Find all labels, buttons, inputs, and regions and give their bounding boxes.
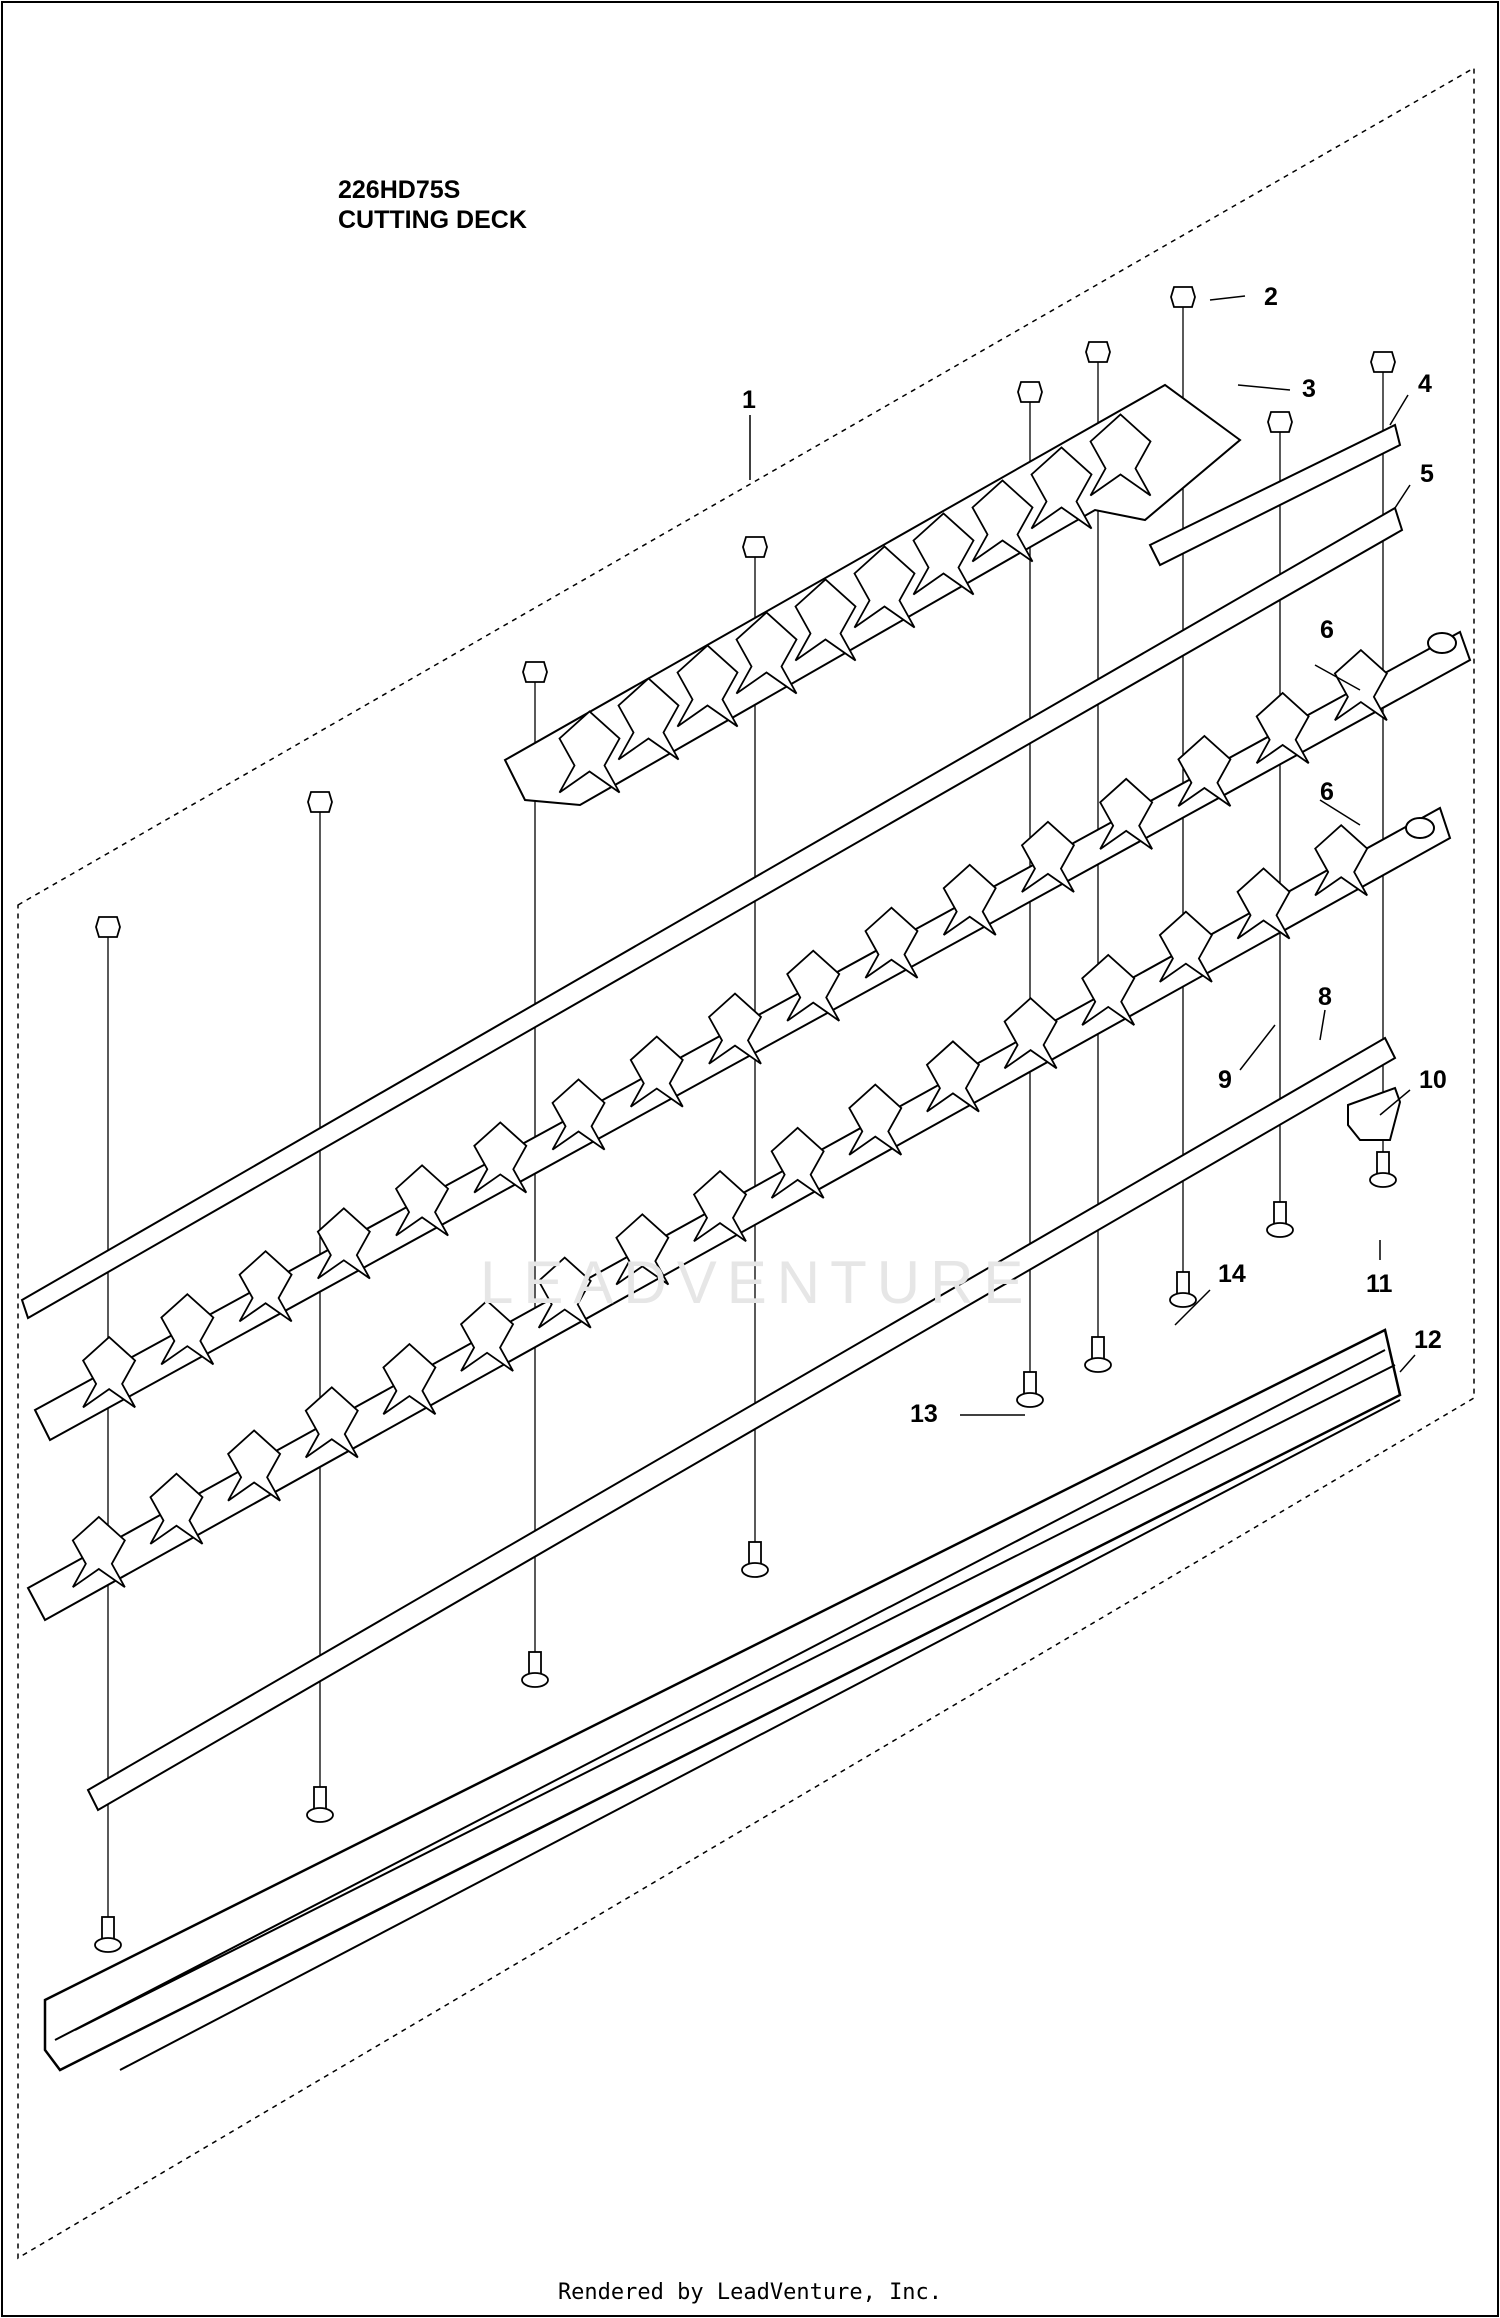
- cutter-tooth: [1099, 777, 1154, 850]
- leader-lines: [749, 295, 1416, 1416]
- model-number: 226HD75S: [338, 176, 461, 204]
- cutter-tooth: [81, 1335, 137, 1409]
- callout-5: 5: [1420, 460, 1434, 488]
- screw-head: [1369, 1172, 1397, 1188]
- callout-14: 14: [1218, 1260, 1246, 1288]
- cutter-tooth: [1003, 996, 1058, 1070]
- screw-head: [94, 1937, 122, 1953]
- cutter-tooth: [1236, 867, 1291, 940]
- cutter-tooth: [1020, 820, 1076, 893]
- guide-rail-inner: [54, 1349, 1401, 2071]
- top-nut: [1017, 381, 1043, 403]
- callout-12: 12: [1414, 1326, 1442, 1354]
- top-nut: [522, 661, 548, 683]
- cutter-tooth: [864, 906, 919, 979]
- upper-tooth: [1030, 446, 1093, 530]
- upper-tooth: [617, 677, 680, 761]
- callout-8: 8: [1318, 983, 1332, 1011]
- callout-11: 11: [1366, 1270, 1393, 1298]
- bottom-plate-8: [86, 1036, 1397, 1812]
- cutter-tooth: [770, 1126, 825, 1199]
- cutter-tooth: [786, 949, 841, 1022]
- cutter-tooth: [382, 1342, 437, 1415]
- assembly-name: CUTTING DECK: [338, 206, 527, 234]
- guide-rail-12: [43, 1328, 1402, 2072]
- cutter-tooth: [615, 1213, 670, 1286]
- cutter-tooth: [149, 1472, 204, 1545]
- callout-2: 2: [1264, 283, 1278, 311]
- upper-tooth: [558, 710, 621, 794]
- cutter-tooth: [473, 1121, 528, 1194]
- upper-tooth: [853, 545, 916, 629]
- bar-5-long: [20, 506, 1404, 1320]
- cutter-tooth: [160, 1292, 215, 1366]
- cutter-blade-upper-teeth: [81, 648, 1389, 1409]
- diagram-title: 226HD75S CUTTING DECK: [338, 175, 527, 235]
- cutter-tooth: [537, 1256, 592, 1329]
- top-nut: [742, 536, 768, 558]
- cutter-tooth: [1333, 648, 1389, 722]
- upper-tooth: [912, 512, 975, 596]
- screw-head: [521, 1672, 549, 1688]
- footer-credit: Rendered by LeadVenture, Inc.: [557, 2280, 943, 2305]
- cutter-tooth: [1158, 910, 1214, 983]
- watermark: LEADVENTURE: [480, 1249, 1034, 1316]
- screw-head: [306, 1807, 334, 1823]
- cutter-tooth: [304, 1386, 359, 1459]
- screw-head: [741, 1562, 769, 1578]
- callout-13: 13: [910, 1400, 938, 1428]
- screw-head: [1266, 1222, 1294, 1238]
- upper-tooth: [794, 578, 857, 662]
- callout-10: 10: [1419, 1066, 1447, 1094]
- bar-4: [1148, 423, 1402, 567]
- callout-9: 9: [1218, 1066, 1232, 1094]
- top-nut: [95, 916, 121, 938]
- top-nut: [1085, 341, 1111, 363]
- cutter-tooth: [707, 992, 763, 1065]
- cutter-tooth: [942, 863, 997, 936]
- upper-tooth: [735, 611, 798, 695]
- upper-blade-teeth: [558, 413, 1152, 794]
- upper-tooth: [676, 644, 739, 728]
- blade-end-hole: [1405, 817, 1435, 839]
- callout-6-lower: 6: [1320, 778, 1334, 806]
- cutter-tooth: [551, 1078, 606, 1151]
- assembly-boundary: [17, 66, 1475, 2260]
- upper-tooth: [971, 479, 1034, 563]
- callout-4: 4: [1418, 370, 1432, 398]
- cutter-tooth: [1177, 734, 1232, 807]
- blade-end-knob: [1427, 632, 1457, 654]
- top-nut: [1170, 286, 1196, 308]
- cutter-tooth: [925, 1040, 981, 1113]
- top-nut: [1267, 411, 1293, 433]
- callout-6-upper: 6: [1320, 616, 1334, 644]
- callout-3: 3: [1302, 375, 1316, 403]
- callout-1: 1: [742, 386, 756, 414]
- cutter-tooth: [692, 1169, 748, 1243]
- cutter-tooth: [848, 1083, 903, 1156]
- cutter-blade-lower: [26, 806, 1452, 1622]
- cutter-tooth: [71, 1515, 126, 1588]
- cutter-tooth: [1255, 691, 1310, 764]
- screw-head: [1016, 1392, 1044, 1408]
- cutter-tooth: [1081, 953, 1136, 1026]
- cutter-blade-lower-teeth: [71, 824, 1369, 1588]
- cutter-blade-upper: [33, 630, 1472, 1442]
- bracket-10: [1347, 1086, 1402, 1141]
- screw-head: [1084, 1357, 1112, 1373]
- upper-tooth: [1089, 413, 1152, 497]
- cutter-tooth: [629, 1035, 684, 1108]
- cutter-tooth: [238, 1250, 293, 1323]
- cutter-tooth: [1314, 824, 1369, 897]
- screw-head: [1169, 1292, 1197, 1308]
- cutter-tooth: [226, 1429, 282, 1502]
- cutter-tooth: [394, 1164, 450, 1237]
- top-nut: [307, 791, 333, 813]
- top-nut: [1370, 351, 1396, 373]
- cutter-tooth: [316, 1207, 371, 1280]
- cutter-tooth: [459, 1299, 515, 1372]
